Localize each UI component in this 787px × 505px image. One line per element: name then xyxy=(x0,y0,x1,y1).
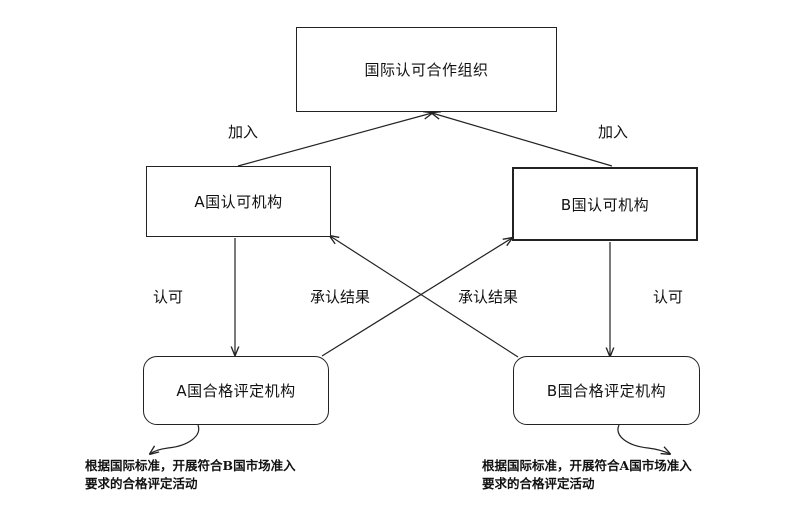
node-international-org: 国际认可合作组织 xyxy=(296,27,557,112)
label-recognize-right: 承认结果 xyxy=(458,288,519,306)
callout-a xyxy=(150,424,200,454)
note-a-line2: 要求的合格评定活动 xyxy=(85,476,198,491)
arrow-b-join xyxy=(432,113,613,167)
node-a-conformity-body: A国合格评定机构 xyxy=(143,356,329,425)
label-join-right: 加入 xyxy=(598,123,629,141)
note-b-line2: 要求的合格评定活动 xyxy=(482,476,595,491)
label-join-left: 加入 xyxy=(228,123,259,141)
label-recognize-left: 承认结果 xyxy=(310,288,371,306)
arrow-a-join xyxy=(237,113,432,167)
node-a-accreditation-body: A国认可机构 xyxy=(146,166,331,237)
arrow-b-to-a-recognize xyxy=(330,236,519,358)
node-b-conformity-body: B国合格评定机构 xyxy=(513,356,700,425)
note-b-line1: 根据国际标准，开展符合A国市场准入 xyxy=(482,458,692,473)
callout-b xyxy=(617,424,670,454)
note-a: 根据国际标准，开展符合B国市场准入 要求的合格评定活动 xyxy=(85,457,296,493)
label-accredit-right: 认可 xyxy=(653,288,684,306)
note-a-line1: 根据国际标准，开展符合B国市场准入 xyxy=(85,458,296,473)
note-b: 根据国际标准，开展符合A国市场准入 要求的合格评定活动 xyxy=(482,457,692,493)
node-b-accreditation-body: B国认可机构 xyxy=(512,167,698,241)
label-accredit-left: 认可 xyxy=(153,288,184,306)
arrow-a-to-b-recognize xyxy=(321,238,512,357)
